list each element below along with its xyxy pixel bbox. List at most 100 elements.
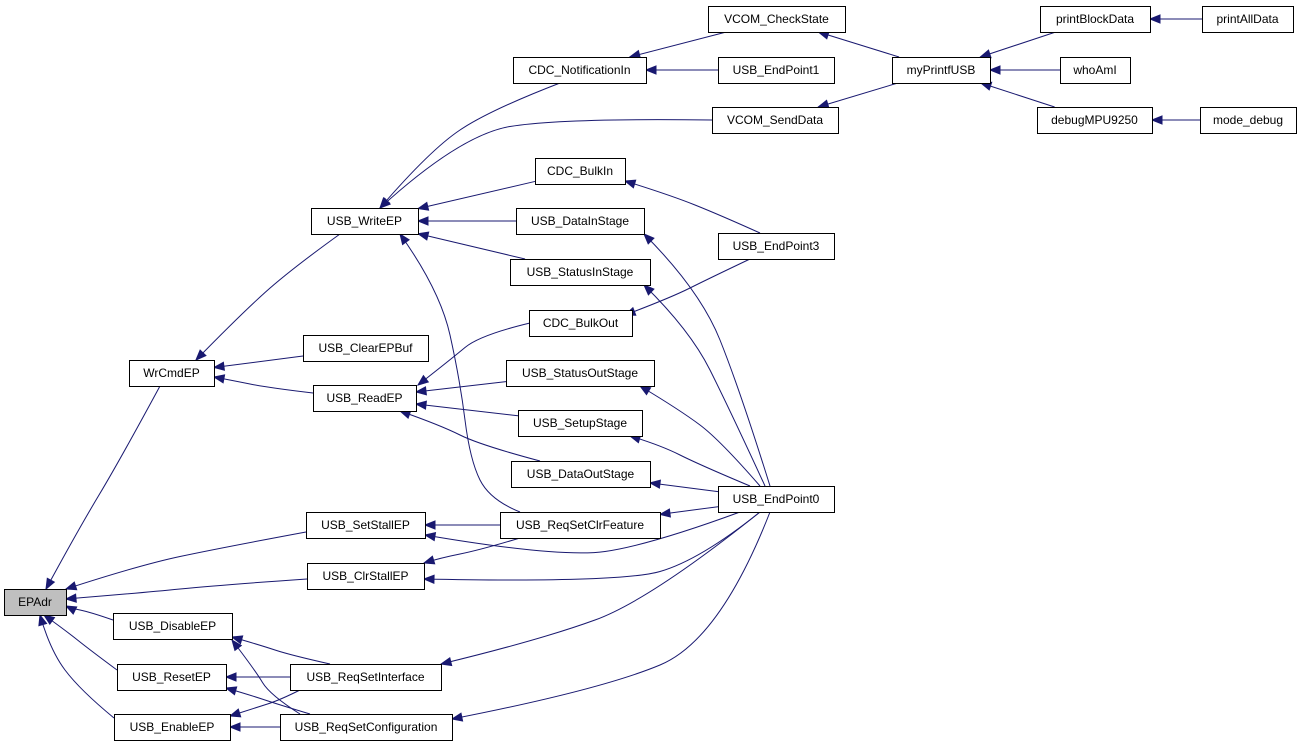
arrowhead-icon bbox=[64, 605, 78, 615]
node-usb-readep[interactable]: USB_ReadEP bbox=[313, 385, 417, 412]
node-usb-disableep[interactable]: USB_DisableEP bbox=[113, 613, 233, 640]
node-usb-reqsetinterface[interactable]: USB_ReqSetInterface bbox=[290, 664, 442, 691]
node-box bbox=[306, 512, 426, 539]
node-usb-resetep[interactable]: USB_ResetEP bbox=[117, 664, 227, 691]
node-box bbox=[129, 360, 215, 387]
edge-USB_EndPoint0-to-USB_DataInStage bbox=[643, 233, 771, 487]
node-label: USB_WriteEP bbox=[327, 214, 402, 228]
node-box bbox=[718, 57, 835, 84]
node-label: USB_ReadEP bbox=[326, 391, 402, 405]
node-label: USB_StatusInStage bbox=[527, 265, 634, 279]
arrowhead-icon bbox=[422, 574, 435, 584]
node-label: EPAdr bbox=[18, 595, 52, 609]
edge-line bbox=[399, 410, 541, 462]
node-usb-setupstage[interactable]: USB_SetupStage bbox=[518, 410, 643, 437]
node-label: CDC_BulkOut bbox=[543, 316, 619, 330]
node-label: USB_ReqSetClrFeature bbox=[516, 518, 644, 532]
node-usb-statusinstage[interactable]: USB_StatusInStage bbox=[510, 259, 651, 286]
node-box bbox=[114, 714, 231, 741]
arrowhead-icon bbox=[643, 284, 655, 296]
arrowhead-icon bbox=[643, 233, 655, 245]
node-box bbox=[303, 335, 429, 362]
node-label: USB_ReqSetConfiguration bbox=[295, 720, 438, 734]
edge-printBlockData-to-myPrintfUSB bbox=[979, 31, 1056, 59]
node-cdc-notificationin[interactable]: CDC_NotificationIn bbox=[513, 57, 647, 84]
node-label: USB_ClrStallEP bbox=[322, 569, 408, 583]
node-usb-enableep[interactable]: USB_EnableEP bbox=[114, 714, 231, 741]
node-box bbox=[500, 512, 661, 539]
node-box bbox=[117, 664, 227, 691]
nodes-layer: EPAdrWrCmdEPUSB_WriteEPUSB_ClearEPBufUSB… bbox=[4, 6, 1297, 741]
edge-USB_ClearEPBuf-to-WrCmdEP bbox=[212, 355, 304, 371]
node-printalldata[interactable]: printAllData bbox=[1202, 6, 1294, 33]
edge-line bbox=[643, 233, 771, 487]
node-label: USB_SetupStage bbox=[533, 416, 627, 430]
edge-line bbox=[65, 578, 308, 600]
edge-line bbox=[399, 233, 521, 513]
node-label: CDC_BulkIn bbox=[547, 164, 613, 178]
node-label: USB_ResetEP bbox=[132, 670, 211, 684]
node-printblockdata[interactable]: printBlockData bbox=[1040, 6, 1151, 33]
node-usb-datainstage[interactable]: USB_DataInStage bbox=[516, 208, 645, 235]
node-debugmpu9250[interactable]: debugMPU9250 bbox=[1037, 107, 1153, 134]
edge-line bbox=[231, 636, 331, 665]
edge-USB_EndPoint0-to-USB_StatusInStage bbox=[643, 284, 766, 487]
node-usb-endpoint1[interactable]: USB_EndPoint1 bbox=[718, 57, 835, 84]
edge-USB_ReadEP-to-WrCmdEP bbox=[212, 374, 314, 394]
node-epadr[interactable]: EPAdr bbox=[4, 589, 67, 616]
node-usb-statusoutstage[interactable]: USB_StatusOutStage bbox=[506, 360, 655, 387]
arrowhead-icon bbox=[988, 65, 1001, 75]
edge-line bbox=[624, 258, 751, 316]
edge-USB_ReqSetConfiguration-to-USB_EnableEP bbox=[228, 722, 280, 732]
node-cdc-bulkin[interactable]: CDC_BulkIn bbox=[535, 158, 626, 185]
arrowhead-icon bbox=[416, 201, 430, 211]
edge-line bbox=[649, 482, 719, 493]
arrowhead-icon bbox=[1148, 14, 1161, 24]
node-cdc-bulkout[interactable]: CDC_BulkOut bbox=[529, 310, 633, 337]
node-usb-setstallep[interactable]: USB_SetStallEP bbox=[306, 512, 426, 539]
node-wrcmdep[interactable]: WrCmdEP bbox=[129, 360, 215, 387]
edge-USB_ReqSetConfiguration-to-USB_ResetEP bbox=[224, 686, 311, 715]
edge-USB_ReqSetInterface-to-USB_ResetEP bbox=[224, 672, 290, 682]
node-usb-endpoint0[interactable]: USB_EndPoint0 bbox=[718, 486, 835, 513]
edge-line bbox=[45, 385, 161, 590]
node-myprintfusb[interactable]: myPrintfUSB bbox=[892, 57, 991, 84]
edge-line bbox=[417, 322, 531, 386]
node-usb-dataoutstage[interactable]: USB_DataOutStage bbox=[511, 461, 651, 488]
node-vcom-senddata[interactable]: VCOM_SendData bbox=[712, 107, 839, 134]
node-usb-clrstallep[interactable]: USB_ClrStallEP bbox=[307, 563, 425, 590]
edge-USB_EndPoint0-to-USB_ClrStallEP bbox=[422, 511, 761, 584]
node-box bbox=[290, 664, 442, 691]
arrowhead-icon bbox=[230, 635, 244, 645]
node-label: mode_debug bbox=[1213, 113, 1283, 127]
edge-USB_EndPoint0-to-USB_ReqSetClrFeature bbox=[658, 506, 719, 518]
node-usb-endpoint3[interactable]: USB_EndPoint3 bbox=[718, 233, 835, 260]
edge-line bbox=[229, 689, 301, 717]
edge-USB_ResetEP-to-EPAdr bbox=[42, 614, 118, 671]
node-mode-debug[interactable]: mode_debug bbox=[1200, 107, 1297, 134]
node-box bbox=[518, 410, 643, 437]
edge-USB_EndPoint0-to-USB_ReqSetConfiguration bbox=[450, 511, 771, 722]
node-usb-clearepbuf[interactable]: USB_ClearEPBuf bbox=[303, 335, 429, 362]
node-vcom-checkstate[interactable]: VCOM_CheckState bbox=[708, 6, 846, 33]
node-whoami[interactable]: whoAmI bbox=[1060, 57, 1131, 84]
node-box bbox=[280, 714, 453, 741]
arrowhead-icon bbox=[416, 374, 430, 386]
arrowhead-icon bbox=[658, 508, 671, 518]
node-box bbox=[511, 461, 651, 488]
node-box bbox=[311, 208, 419, 235]
node-usb-writeep[interactable]: USB_WriteEP bbox=[311, 208, 419, 235]
arrowhead-icon bbox=[64, 593, 77, 603]
node-usb-reqsetconfiguration[interactable]: USB_ReqSetConfiguration bbox=[280, 714, 453, 741]
arrowhead-icon bbox=[231, 638, 243, 652]
arrowhead-icon bbox=[195, 349, 207, 361]
node-label: WrCmdEP bbox=[143, 366, 199, 380]
node-label: USB_StatusOutStage bbox=[522, 366, 638, 380]
node-box bbox=[4, 589, 67, 616]
edge-USB_EndPoint0-to-USB_ReqSetInterface bbox=[439, 511, 761, 667]
edge-line bbox=[415, 403, 519, 417]
edge-USB_DataInStage-to-USB_WriteEP bbox=[416, 216, 516, 226]
arrowhead-icon bbox=[399, 232, 410, 246]
node-usb-reqsetclrfeature[interactable]: USB_ReqSetClrFeature bbox=[500, 512, 661, 539]
